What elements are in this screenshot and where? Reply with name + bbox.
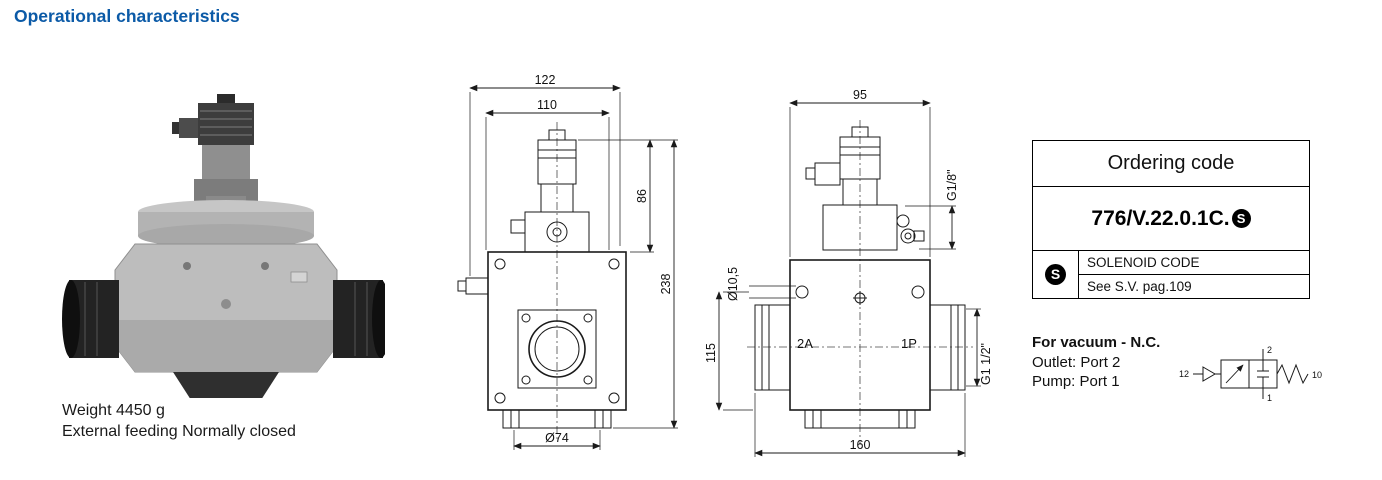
ordering-code-text: 776/V.22.0.1C. (1091, 206, 1230, 230)
port-2-label: 2 (1267, 345, 1272, 355)
spring-symbol (1276, 363, 1309, 385)
solenoid-code-label: SOLENOID CODE (1079, 251, 1309, 275)
spring-10-label: 10 (1312, 370, 1322, 380)
valve-open-position (1220, 359, 1250, 389)
photo-caption: Weight 4450 g External feeding Normally … (62, 400, 296, 442)
valve-base (173, 372, 279, 418)
vacuum-pump: Pump: Port 1 (1032, 373, 1120, 390)
dim-95-label: 95 (853, 88, 867, 102)
left-port (62, 280, 119, 358)
dim-o105-label: Ø10,5 (726, 267, 740, 301)
dim-g112-label: G1 1/2" (979, 343, 993, 385)
port-1-label: 1 (1267, 393, 1272, 403)
dim-110-label: 110 (537, 98, 557, 112)
vacuum-note: For vacuum - N.C. Outlet: Port 2 Pump: P… (1032, 333, 1160, 392)
valve-closed-position (1248, 359, 1278, 389)
feeding-caption: External feeding Normally closed (62, 423, 296, 440)
side-body: 2A 1P (754, 259, 966, 429)
dim-pilot-port: G1/8" (905, 169, 959, 250)
valve-body (114, 200, 338, 373)
solenoid-code-row: S SOLENOID CODE See S.V. pag.109 (1033, 251, 1309, 298)
vacuum-outlet: Outlet: Port 2 (1032, 353, 1121, 371)
weight-caption: Weight 4450 g (62, 402, 165, 419)
front-solenoid (510, 129, 590, 253)
dim-base-diameter: Ø74 (513, 430, 601, 450)
dim-fixing-holes: Ø10,5 (726, 267, 796, 301)
solenoid-assembly (172, 94, 258, 210)
dim-main-port: G1 1/2" (966, 308, 993, 387)
pilot-symbol (1193, 366, 1221, 382)
solenoid-code-cell: SOLENOID CODE See S.V. pag.109 (1079, 251, 1309, 298)
front-body (457, 251, 627, 429)
ordering-code-value: 776/V.22.0.1C.S (1033, 187, 1309, 251)
pilot-12-label: 12 (1179, 369, 1189, 379)
dim-total-height: 238 (613, 139, 678, 429)
dim-86-label: 86 (635, 189, 649, 203)
dim-center-height: 115 (705, 291, 753, 411)
side-view-drawing: 2A 1P 95 G1/8" Ø10,5 115 (705, 88, 993, 457)
vacuum-title: For vacuum - N.C. (1032, 334, 1161, 351)
port-1p-label: 1P (901, 336, 917, 351)
solenoid-code-icon: S (1231, 209, 1251, 228)
pneumatic-symbol: 12 2 1 10 (1179, 345, 1322, 403)
product-photo (62, 94, 390, 418)
dim-base-width: 160 (754, 393, 966, 457)
dim-238-label: 238 (659, 274, 673, 295)
dim-115-label: 115 (705, 343, 718, 363)
ordering-code-table: Ordering code 776/V.22.0.1C.S S SOLENOID… (1032, 140, 1310, 299)
dim-o74-label: Ø74 (545, 431, 569, 445)
solenoid-badge-cell: S (1033, 251, 1079, 298)
port-2a-label: 2A (797, 336, 813, 351)
dim-pilot-height: 86 (578, 139, 678, 253)
ordering-code-header: Ordering code (1033, 141, 1309, 187)
page-title: Operational characteristics (14, 6, 240, 26)
dim-overall-width: 122 (469, 73, 621, 276)
solenoid-code-reference: See S.V. pag.109 (1087, 279, 1192, 294)
right-port (333, 280, 390, 358)
dim-160-label: 160 (850, 438, 871, 452)
dim-122-label: 122 (535, 73, 556, 87)
dim-body-width: 110 (485, 98, 610, 250)
product-photo-block (55, 68, 390, 418)
dim-g18-label: G1/8" (945, 169, 959, 201)
side-solenoid (805, 126, 925, 251)
front-view-drawing: 122 110 86 238 Ø74 (457, 73, 678, 450)
dim-top-width: 95 (789, 88, 931, 257)
solenoid-code-icon: S (1045, 264, 1066, 285)
